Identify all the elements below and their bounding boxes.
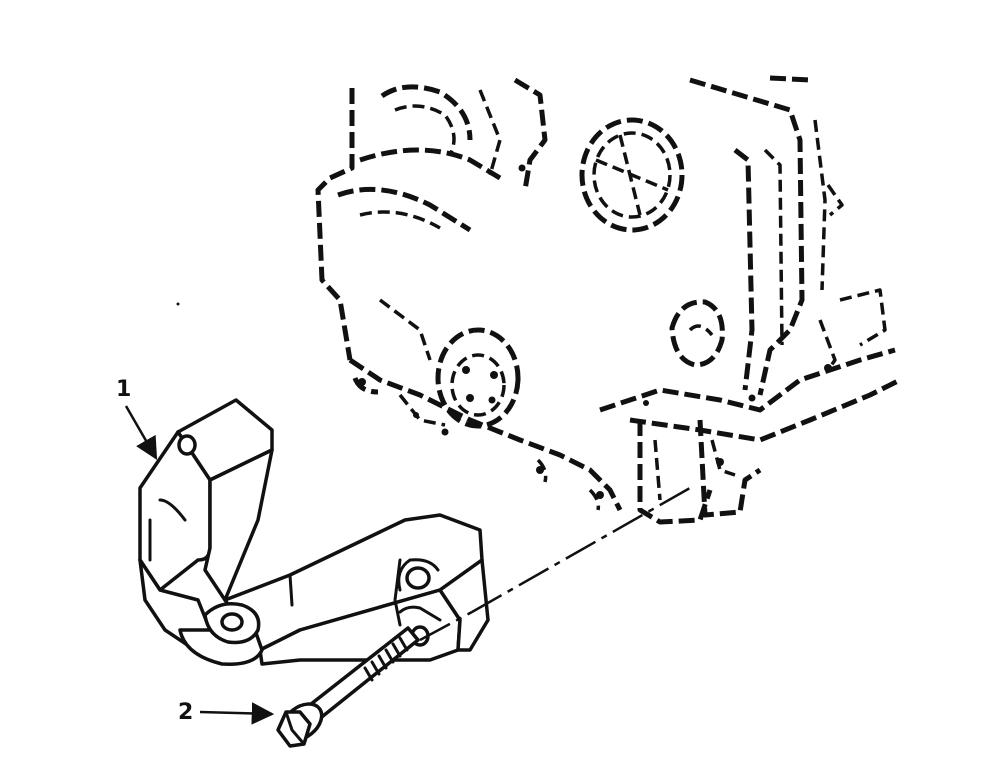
assembly-centerline xyxy=(471,486,691,614)
bolt-centerline xyxy=(419,610,473,642)
callout-1-label: 1 xyxy=(116,377,131,402)
callout-2: 2 xyxy=(178,700,275,725)
callout-1-leader xyxy=(124,405,158,460)
crank-hub xyxy=(435,327,521,429)
engine-front-cover-phantom xyxy=(315,75,902,525)
upper-round-cover xyxy=(579,117,685,233)
print-speck xyxy=(176,302,180,306)
callout-1: 1 xyxy=(116,377,158,460)
callout-2-leader xyxy=(199,702,275,725)
mount-bracket xyxy=(138,398,490,666)
bracket-bolt xyxy=(276,626,420,748)
callout-2-label: 2 xyxy=(178,700,193,725)
